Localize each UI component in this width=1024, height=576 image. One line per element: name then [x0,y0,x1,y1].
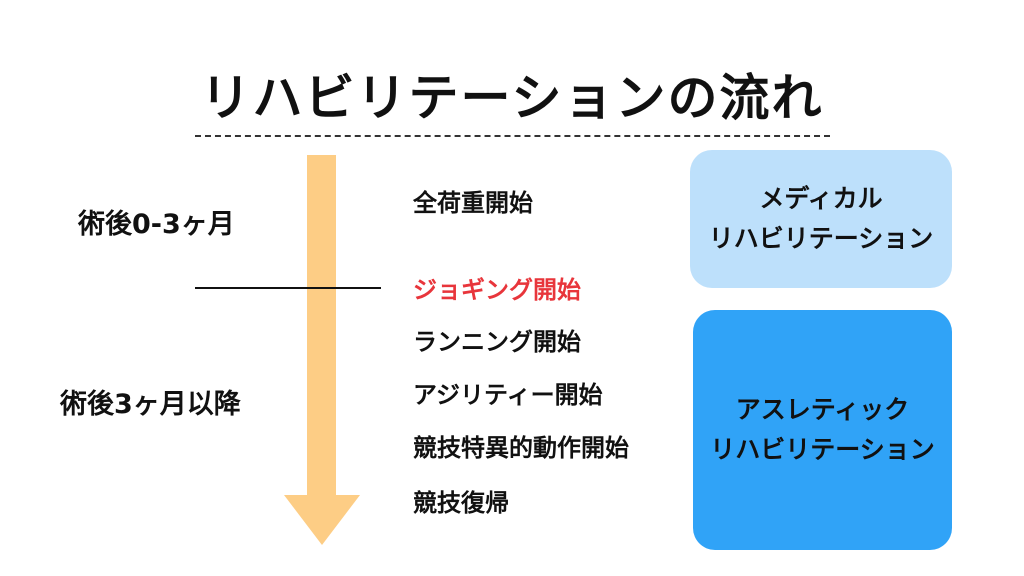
phase-divider-line [195,287,381,289]
step-agility: アジリティー開始 [413,381,603,409]
box-line1: メディカル [759,184,883,213]
timeline-arrow-shaft [307,155,336,497]
step-running: ランニング開始 [413,328,581,356]
athletic-rehab-box: アスレティックリハビリテーション [693,310,952,550]
phase-label-late: 術後3ヶ月以降 [60,389,241,420]
diagram-title: リハビリテーションの流れ [200,69,824,127]
step-full-weight-bearing: 全荷重開始 [413,189,533,217]
box-line2: リハビリテーション [710,435,935,464]
timeline-arrow-head [284,495,360,545]
step-jogging: ジョギング開始 [413,276,581,304]
box-line2: リハビリテーション [708,224,934,253]
medical-rehab-box: メディカルリハビリテーション [690,150,952,288]
step-sport-specific: 競技特異的動作開始 [413,434,629,462]
step-return-to-sport: 競技復帰 [413,489,509,517]
phase-label-early: 術後0-3ヶ月 [78,209,235,240]
dashed-divider [195,135,830,137]
box-line1: アスレティック [735,395,910,424]
